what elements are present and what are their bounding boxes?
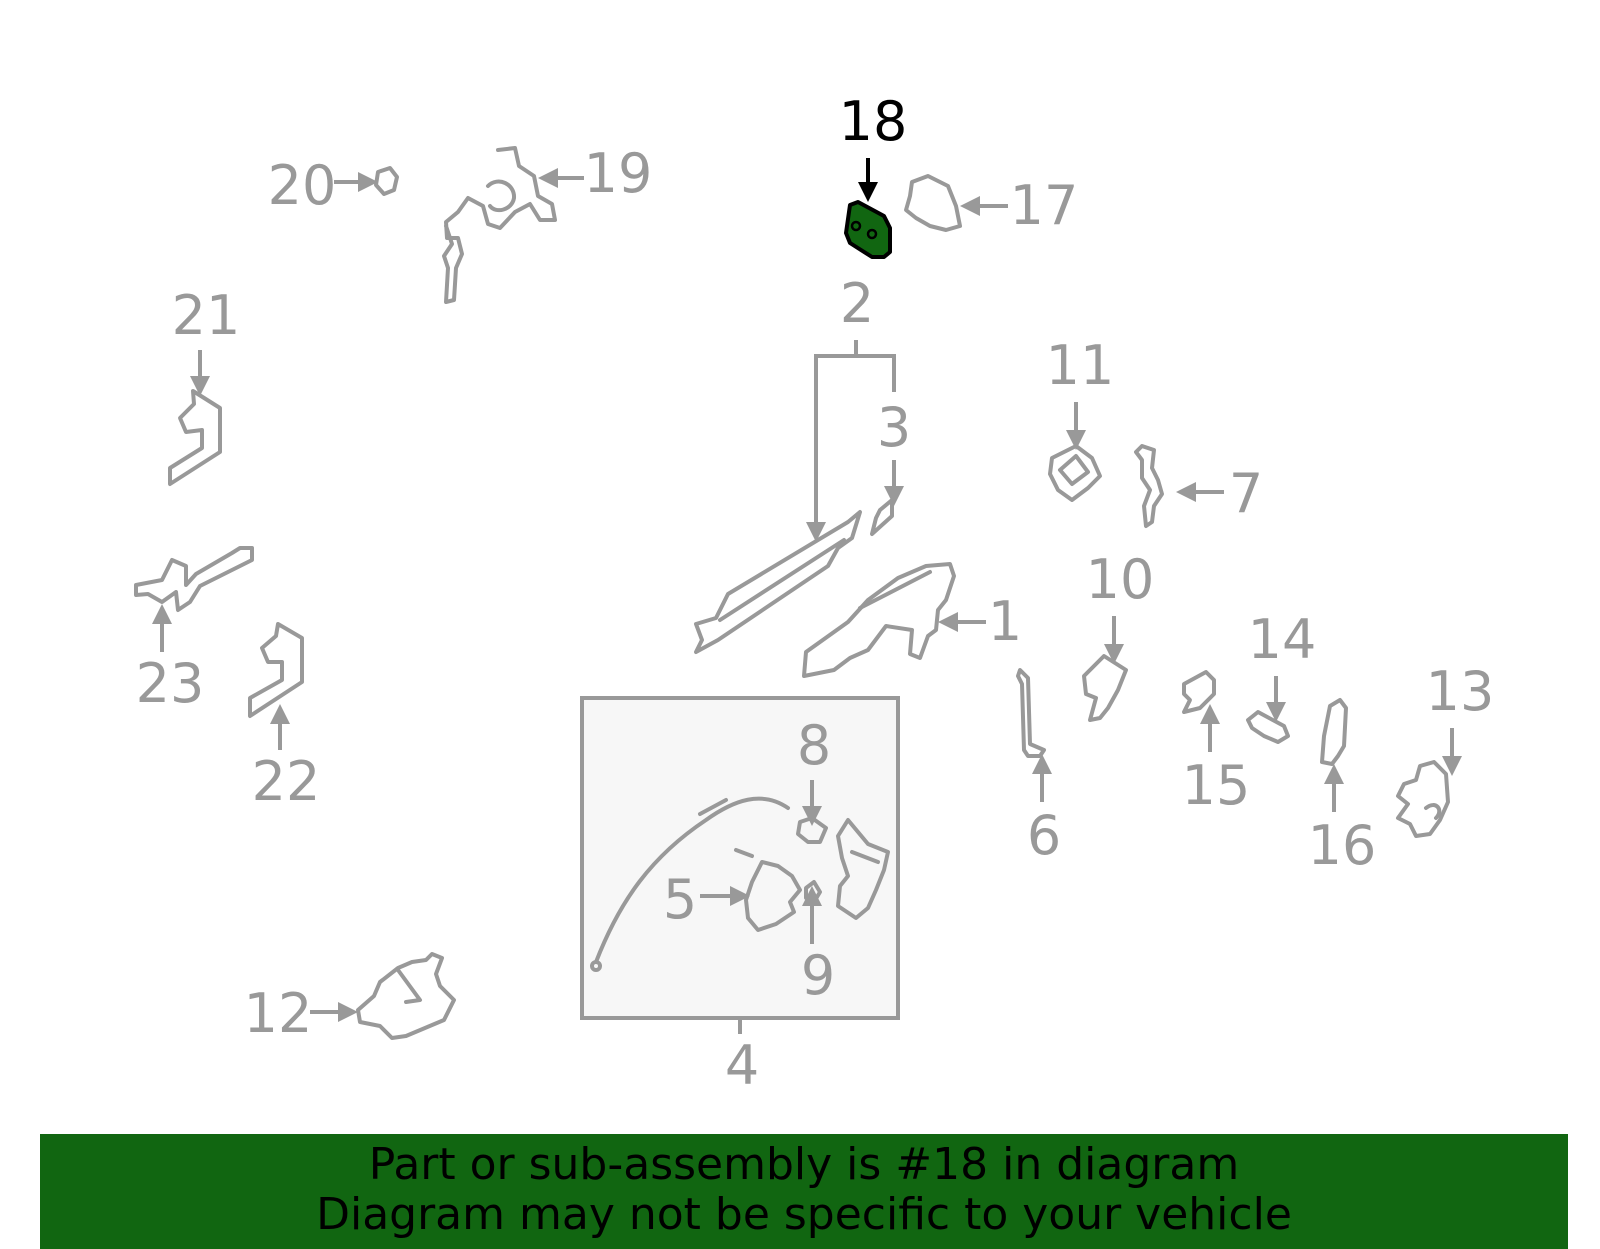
callout-4[interactable]: 4 bbox=[725, 1034, 759, 1097]
callout-5[interactable]: 5 bbox=[663, 868, 697, 931]
part-18-hole bbox=[866, 228, 878, 240]
part-7-rod bbox=[1134, 444, 1164, 528]
part-12-actuator bbox=[356, 952, 456, 1040]
callout-14[interactable]: 14 bbox=[1248, 608, 1317, 671]
callout-23[interactable]: 23 bbox=[136, 652, 205, 715]
callout-7[interactable]: 7 bbox=[1229, 462, 1263, 525]
callout-17[interactable]: 17 bbox=[1010, 174, 1079, 237]
part-4-latch bbox=[836, 818, 890, 920]
callout-9[interactable]: 9 bbox=[801, 944, 835, 1007]
part-13-latch bbox=[1396, 760, 1450, 838]
part-18-cap bbox=[844, 200, 892, 259]
part-6-rod bbox=[1016, 668, 1046, 758]
part-4-cable bbox=[590, 796, 790, 972]
callout-3[interactable]: 3 bbox=[877, 396, 911, 459]
callout-15[interactable]: 15 bbox=[1182, 754, 1251, 817]
info-banner: Part or sub-assembly is #18 in diagram D… bbox=[40, 1134, 1568, 1249]
part-15-clip bbox=[1182, 670, 1216, 714]
part-20-plug bbox=[374, 166, 399, 196]
part-11-switch bbox=[1048, 444, 1102, 502]
callout-19[interactable]: 19 bbox=[584, 142, 653, 205]
part-2-outer-handle bbox=[694, 510, 862, 654]
callout-22[interactable]: 22 bbox=[252, 750, 321, 813]
callout-1[interactable]: 1 bbox=[988, 590, 1022, 653]
callout-20[interactable]: 20 bbox=[268, 154, 337, 217]
callout-2[interactable]: 2 bbox=[840, 272, 874, 335]
part-3-cover bbox=[870, 498, 894, 536]
part-1-handle-frame bbox=[802, 562, 956, 678]
callout-21[interactable]: 21 bbox=[172, 284, 241, 347]
part-23-door-check bbox=[134, 546, 254, 612]
callout-16[interactable]: 16 bbox=[1308, 814, 1377, 877]
subassembly-box bbox=[580, 696, 900, 1020]
part-14-pin bbox=[1246, 710, 1290, 744]
part-21-bracket bbox=[168, 389, 222, 486]
part-16-plate bbox=[1320, 698, 1348, 766]
leader-2-bracket bbox=[814, 340, 896, 538]
part-19-lock-cylinder bbox=[442, 146, 557, 304]
callout-6[interactable]: 6 bbox=[1027, 804, 1061, 867]
callout-8[interactable]: 8 bbox=[797, 714, 831, 777]
banner-line-2: Diagram may not be specific to your vehi… bbox=[316, 1189, 1292, 1240]
callout-11[interactable]: 11 bbox=[1046, 334, 1115, 397]
part-10-bracket bbox=[1082, 654, 1128, 722]
callout-12[interactable]: 12 bbox=[244, 982, 313, 1045]
callout-18[interactable]: 18 bbox=[839, 90, 908, 153]
banner-line-1: Part or sub-assembly is #18 in diagram bbox=[368, 1139, 1240, 1190]
callout-13[interactable]: 13 bbox=[1426, 660, 1495, 723]
callout-10[interactable]: 10 bbox=[1086, 548, 1155, 611]
part-18-hole bbox=[850, 220, 862, 232]
part-17-gasket bbox=[904, 174, 962, 232]
part-22-bracket bbox=[248, 622, 304, 718]
